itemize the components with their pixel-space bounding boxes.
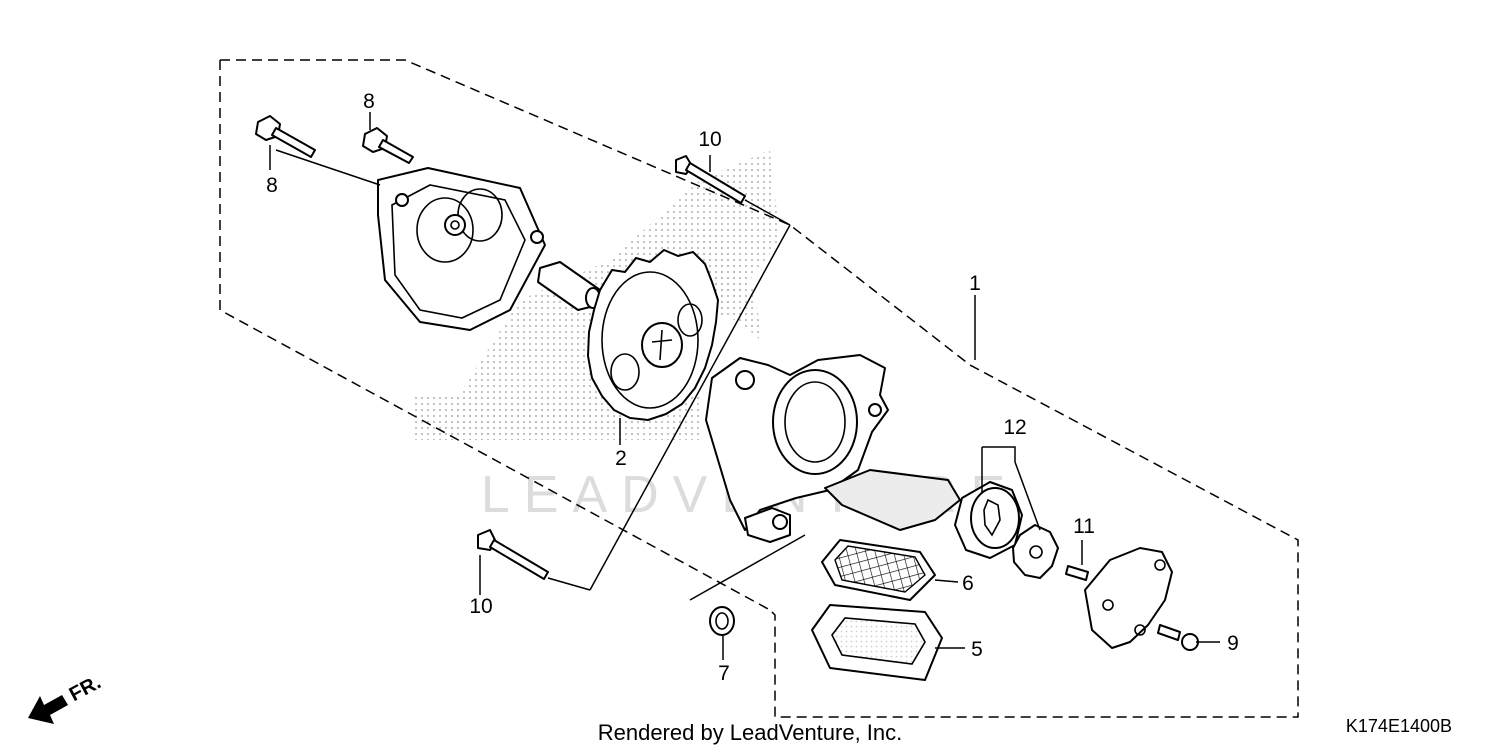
bolt-8-upper-left (255, 115, 316, 158)
callout-8-left: 8 (266, 174, 278, 197)
callout-10-upper: 10 (698, 128, 721, 151)
callout-11: 11 (1073, 515, 1095, 538)
outer-rotor (954, 481, 1023, 559)
leader-lines (269, 112, 1220, 660)
screw-9 (1157, 624, 1199, 651)
strainer-seal (811, 604, 943, 681)
bolt-10-upper (675, 155, 746, 204)
callout-5: 5 (971, 638, 983, 661)
callout-1: 1 (969, 272, 981, 295)
callout-12: 12 (1003, 416, 1026, 439)
assembly-boundary (219, 59, 1299, 718)
callout-10-lower: 10 (469, 595, 492, 618)
bolt-10-lower (477, 529, 549, 580)
driven-sprocket (587, 249, 719, 421)
oil-strainer (821, 539, 936, 601)
end-cover-plate (1084, 547, 1173, 649)
rendered-by-credit: Rendered by LeadVenture, Inc. (598, 720, 903, 745)
bolt-8-upper-right (362, 127, 414, 164)
callout-6: 6 (962, 572, 974, 595)
front-direction-label: FR. (66, 671, 105, 706)
inner-rotor (1012, 524, 1059, 579)
pump-body (705, 354, 961, 543)
o-ring (709, 606, 735, 636)
callout-2: 2 (615, 447, 627, 470)
front-direction-arrow: FR. (28, 671, 105, 724)
dowel-pin (1065, 565, 1089, 581)
callout-9: 9 (1227, 632, 1239, 655)
callout-7: 7 (718, 662, 730, 685)
callout-8-right: 8 (363, 90, 375, 113)
diagram-code: K174E1400B (1346, 716, 1452, 736)
pump-cover (377, 167, 546, 331)
